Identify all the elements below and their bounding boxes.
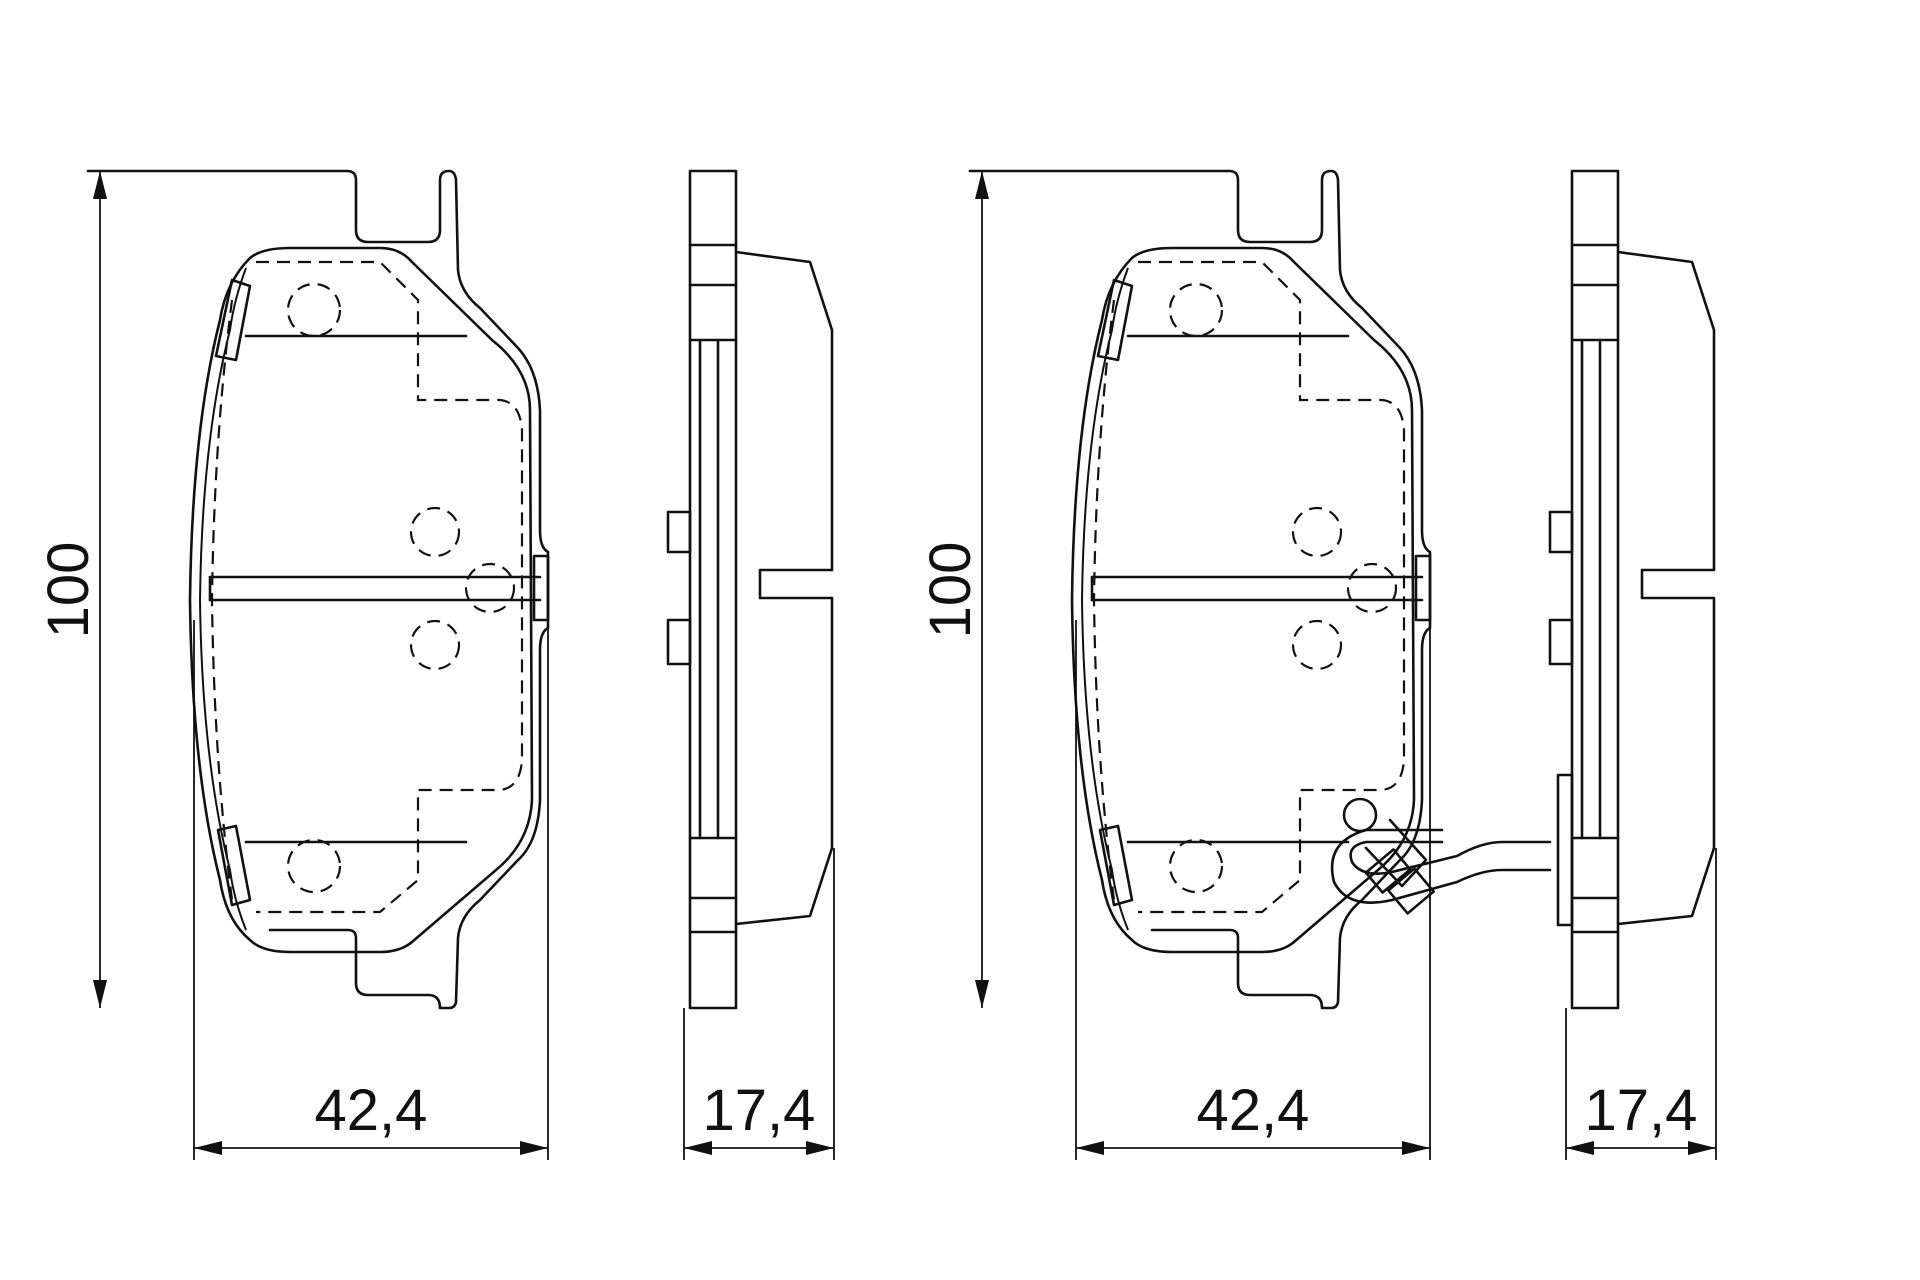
thickness-label: 17,4 [703,1078,816,1143]
pad-side-view [1548,169,1716,1010]
height-label: 100 [36,542,101,639]
height-dimension: 100 [36,171,107,1008]
pad-side-view [666,169,834,1010]
pad-front-view [86,169,550,1010]
height-label: 100 [918,542,983,639]
width-label: 42,4 [315,1078,428,1143]
view-2: 100 42,4 17,4 [918,169,1717,1160]
sensor-wire [1330,773,1574,927]
thickness-dimension: 17,4 [1565,848,1717,1160]
width-dimension: 42,4 [193,620,549,1160]
thickness-label: 17,4 [1585,1078,1698,1143]
view-1: 100 42,4 17,4 [36,169,835,1160]
height-dimension: 100 [918,171,989,1008]
width-label: 42,4 [1197,1078,1310,1143]
pad-front-view [968,169,1432,1010]
wear-sensor [1342,797,1435,915]
width-dimension: 42,4 [1075,620,1431,1160]
thickness-dimension: 17,4 [683,848,835,1160]
